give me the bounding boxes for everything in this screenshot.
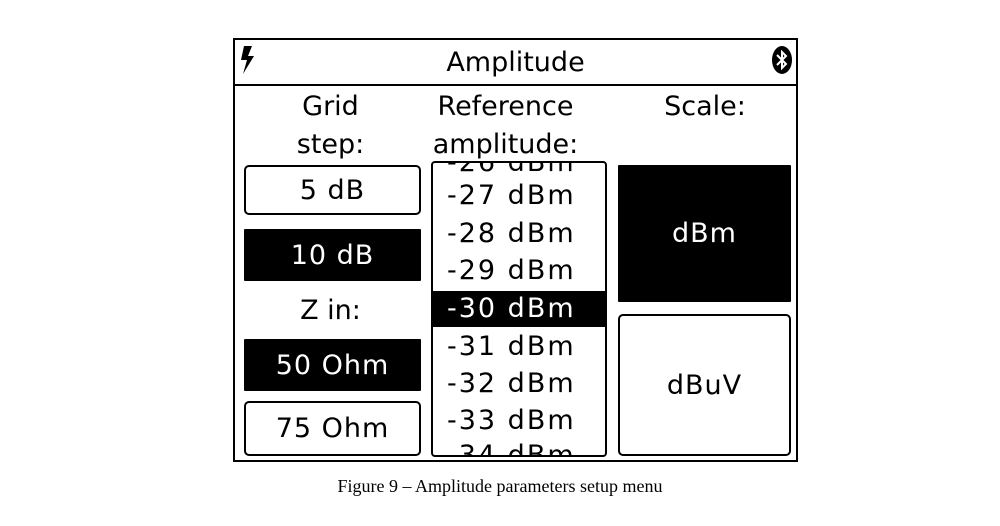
figure-caption: Figure 9 – Amplitude parameters setup me…: [337, 476, 663, 496]
list-item[interactable]: -31 dBm: [447, 331, 576, 362]
list-item[interactable]: -29 dBm: [447, 255, 576, 286]
page-title: Amplitude: [446, 47, 585, 78]
list-item[interactable]: -33 dBm: [447, 405, 576, 436]
list-item-selected[interactable]: -30 dBm: [433, 291, 605, 327]
power-bolt-icon: [241, 46, 254, 74]
scale-label: Scale:: [664, 91, 746, 122]
list-item[interactable]: -27 dBm: [447, 180, 576, 211]
bluetooth-icon: [772, 46, 792, 74]
list-item[interactable]: -32 dBm: [447, 368, 576, 399]
grid-step-10db-button[interactable]: 10 dB: [244, 229, 421, 281]
grid-step-label-line1: Grid: [302, 91, 359, 122]
list-item[interactable]: -28 dBm: [447, 218, 576, 249]
scale-dbm-button[interactable]: dBm: [618, 165, 791, 302]
z-in-50-ohm-button[interactable]: 50 Ohm: [244, 339, 421, 391]
z-in-75-ohm-button[interactable]: 75 Ohm: [244, 401, 421, 456]
list-item[interactable]: -34 dBm: [447, 440, 576, 457]
scale-dbuv-button[interactable]: dBuV: [618, 314, 791, 456]
reference-amplitude-label-line1: Reference: [437, 91, 574, 122]
list-item[interactable]: -26 dBm: [447, 161, 576, 178]
reference-amplitude-label-line2: amplitude:: [432, 129, 579, 160]
reference-amplitude-list[interactable]: -26 dBm -27 dBm -28 dBm -29 dBm -30 dBm …: [431, 161, 607, 457]
grid-step-5db-button[interactable]: 5 dB: [244, 165, 421, 215]
grid-step-label-line2: step:: [296, 129, 365, 160]
title-bar: Amplitude: [235, 40, 796, 86]
device-screen: Amplitude Grid step: 5 dB 10 dB Z in: 50…: [233, 38, 798, 462]
z-in-label: Z in:: [300, 295, 361, 326]
